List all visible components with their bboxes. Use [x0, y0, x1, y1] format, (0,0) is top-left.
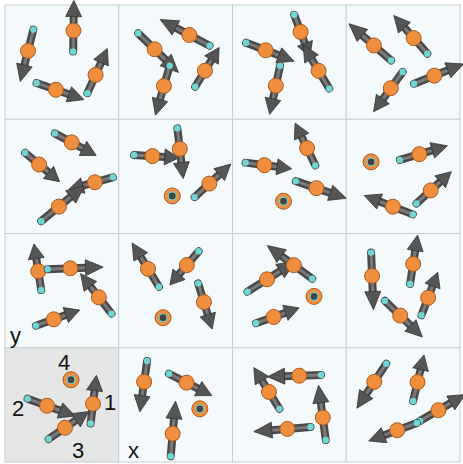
spin-arrow — [33, 80, 84, 102]
grid-cell — [5, 348, 119, 462]
spin-arrow — [44, 260, 103, 276]
spin-arrow — [155, 310, 171, 326]
spin-arrow — [369, 420, 420, 443]
spin-arrow — [417, 395, 463, 425]
spin-arrow — [192, 47, 219, 89]
spin-arrow — [33, 308, 80, 329]
spin-arrow — [134, 358, 151, 412]
grid-cell — [233, 234, 347, 348]
spin-arrow — [52, 130, 97, 155]
callout-number: 3 — [72, 440, 84, 462]
spin-arrow — [84, 48, 108, 96]
spin-arrow — [364, 194, 416, 218]
spin-arrow — [152, 63, 173, 116]
spin-arrow — [265, 63, 283, 115]
grid-cell — [346, 5, 460, 119]
spin-arrow — [191, 164, 230, 200]
spin-arrow — [253, 305, 299, 326]
spin-arrow — [195, 280, 215, 329]
spin-arrow — [365, 249, 381, 309]
spin-arrow — [411, 63, 463, 87]
grid-cell — [5, 119, 119, 233]
spin-arrow — [363, 154, 379, 170]
spin-arrow — [17, 26, 37, 81]
spin-arrow — [382, 298, 423, 337]
grid-cell — [233, 119, 347, 233]
grid-cell — [233, 5, 347, 119]
grid-cell — [346, 119, 460, 233]
spin-arrow — [267, 246, 315, 282]
spin-arrow — [63, 372, 79, 388]
grid-cell — [119, 119, 233, 233]
spin-arrow — [268, 368, 325, 384]
spin-arrow — [306, 288, 322, 304]
axis-label: y — [10, 325, 21, 347]
grid-cell — [119, 348, 233, 462]
spin-arrow — [275, 193, 291, 209]
spin-arrow — [349, 24, 394, 64]
callout-number: 1 — [104, 392, 116, 414]
grid-cell — [346, 234, 460, 348]
spin-arrow — [418, 272, 440, 318]
axis-label: x — [128, 440, 139, 462]
spin-arrow — [413, 172, 451, 207]
spin-arrow — [22, 149, 60, 181]
spin-arrow — [243, 40, 294, 63]
spin-arrow — [397, 143, 448, 163]
spin-arrow — [254, 421, 314, 438]
spin-arrow — [410, 355, 428, 404]
spin-arrow — [28, 244, 45, 293]
spin-arrow — [293, 178, 347, 200]
spin-arrow — [374, 69, 406, 112]
spin-arrow — [135, 30, 178, 72]
spin-arrow — [313, 385, 330, 443]
spin-arrow — [242, 158, 291, 175]
spin-arrow — [38, 186, 84, 225]
spin-arrow — [165, 401, 182, 459]
spin-arrow — [132, 243, 162, 290]
spin-arrow — [81, 274, 115, 317]
grid-cell — [346, 348, 460, 462]
spin-arrow — [357, 360, 390, 408]
spin-arrow — [294, 123, 318, 169]
grid-cell — [233, 348, 347, 462]
spin-arrow — [66, 0, 82, 54]
grid-cell — [5, 5, 119, 119]
grid-cell — [119, 234, 233, 348]
spin-arrow — [166, 370, 212, 395]
spin-arrow — [45, 412, 88, 443]
spin-arrow — [192, 401, 208, 417]
callout-number: 4 — [58, 352, 70, 374]
grid-cell — [5, 234, 119, 348]
callout-number: 2 — [12, 398, 24, 420]
spin-arrow — [24, 395, 75, 418]
spin-arrow — [394, 16, 431, 57]
grid-cell — [119, 5, 233, 119]
spin-arrow — [406, 235, 423, 287]
spin-arrow — [170, 248, 202, 285]
spin-arrow — [303, 45, 332, 92]
spin-arrow — [160, 20, 213, 49]
spin-arrow — [131, 149, 179, 165]
spin-arrow — [164, 188, 180, 204]
spin-arrow — [86, 375, 103, 426]
spin-arrow — [172, 125, 189, 178]
